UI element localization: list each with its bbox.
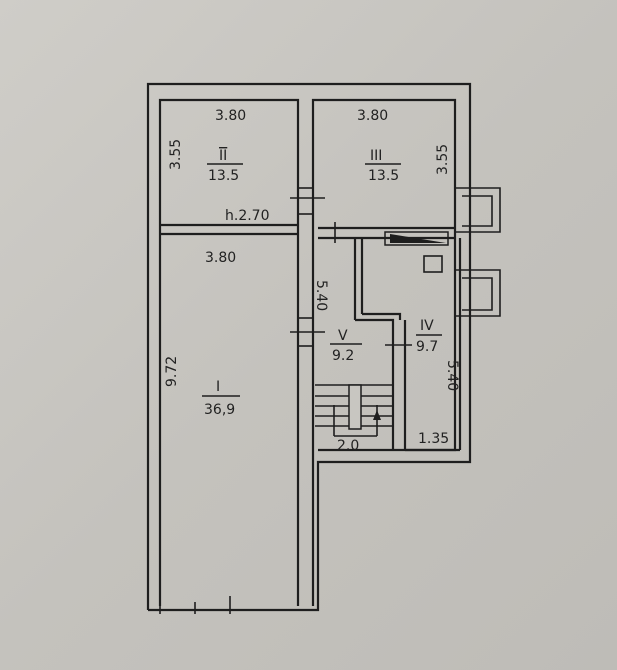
walls [146, 82, 501, 614]
dim-room2-width: 3.80 [215, 108, 246, 124]
dim-corridor-length: 5.40 [313, 280, 329, 311]
room-3-numeral: III [370, 148, 382, 164]
dim-room4-width: 1.35 [418, 431, 449, 447]
dim-room3-height: 3.55 [435, 144, 451, 175]
ceiling-height: h.2.70 [225, 208, 270, 224]
dim-room3-width: 3.80 [357, 108, 388, 124]
room-1-area: 36,9 [204, 402, 235, 418]
dim-room1-length: 9.72 [164, 356, 180, 387]
room-2-area: 13.5 [208, 168, 239, 184]
dim-room2-height: 3.55 [168, 139, 184, 170]
room-4-area: 9.7 [416, 339, 438, 355]
room-3-area: 13.5 [368, 168, 399, 184]
room-2-numeral: II [219, 148, 227, 164]
room-1-numeral: I [216, 379, 220, 395]
room-5-numeral: V [338, 328, 348, 344]
dim-stair-width: 2.0 [337, 438, 359, 454]
dim-room1-width: 3.80 [205, 250, 236, 266]
room-5-area: 9.2 [332, 348, 354, 364]
dim-room4-length: 5.40 [444, 360, 460, 391]
room-4-numeral: IV [420, 318, 434, 334]
